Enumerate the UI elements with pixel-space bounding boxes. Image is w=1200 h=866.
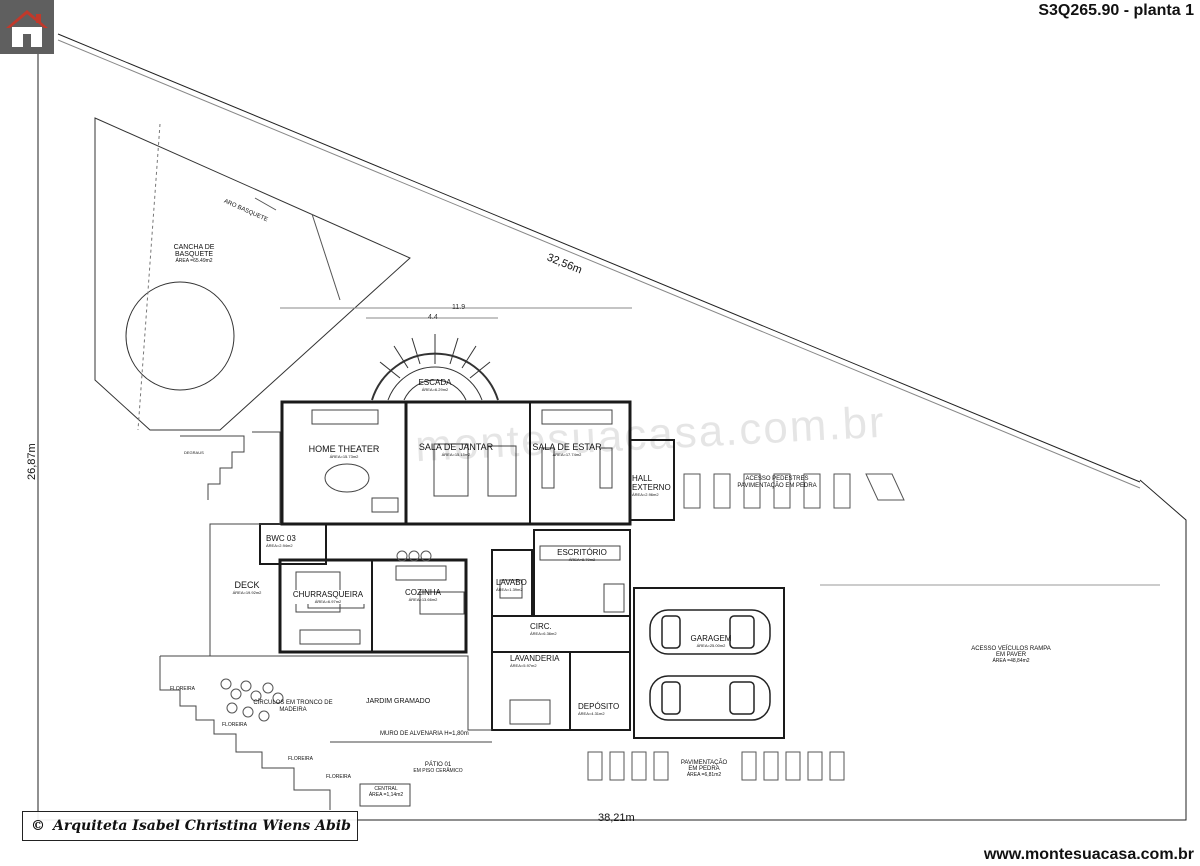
lot-boundary-diagonal-inner — [57, 39, 1141, 489]
dimension-stair: 4.4 — [428, 314, 438, 321]
site-url-link[interactable]: www.montesuacasa.com.br — [983, 846, 1194, 863]
label-floreira-1: FLOREIRA — [170, 686, 196, 692]
home-button[interactable] — [0, 0, 54, 54]
dimension-width: 11.9 — [452, 304, 466, 311]
credit-text: Arquiteta Isabel Christina Wiens Abib — [53, 818, 351, 834]
room-circ: CIRC.ÁREA=6.36m2 — [530, 622, 557, 636]
dimension-left: 26,87m — [26, 443, 38, 480]
architect-credit: © Arquiteta Isabel Christina Wiens Abib — [22, 811, 358, 841]
room-jardim: JARDIM GRAMADO — [366, 698, 431, 705]
label-floreira-3: FLOREIRA — [288, 756, 314, 762]
sheet-code: S3Q265.90 - planta 1 — [1038, 2, 1194, 19]
copyright-symbol: © — [31, 818, 45, 834]
label-degraus: DEGRAUS — [184, 450, 204, 455]
room-circulos: CÍRCULOS EM TRONCO DE MADEIRA — [253, 700, 333, 713]
house-icon — [6, 10, 48, 47]
room-acesso-pedestres: ACESSO PEDESTRES PAVIMENTAÇÃO EM PEDRA — [737, 476, 817, 489]
lot-boundary-diagonal — [57, 33, 1141, 483]
garden-steps — [159, 431, 492, 810]
pedestrian-pavers — [587, 473, 905, 781]
room-muro: MURO DE ALVENARIA H=1,80m — [380, 731, 469, 737]
label-floreira-2: FLOREIRA — [222, 722, 248, 728]
lot-boundary — [37, 34, 1187, 821]
basketball-court — [94, 117, 411, 431]
dimension-bottom: 38,21m — [598, 812, 635, 824]
house-walls — [259, 400, 785, 739]
spiral-staircase — [280, 307, 632, 401]
garage-cars — [649, 609, 771, 721]
label-floreira-4: FLOREIRA — [326, 774, 352, 780]
furniture — [295, 409, 625, 725]
log-circles — [220, 550, 432, 722]
